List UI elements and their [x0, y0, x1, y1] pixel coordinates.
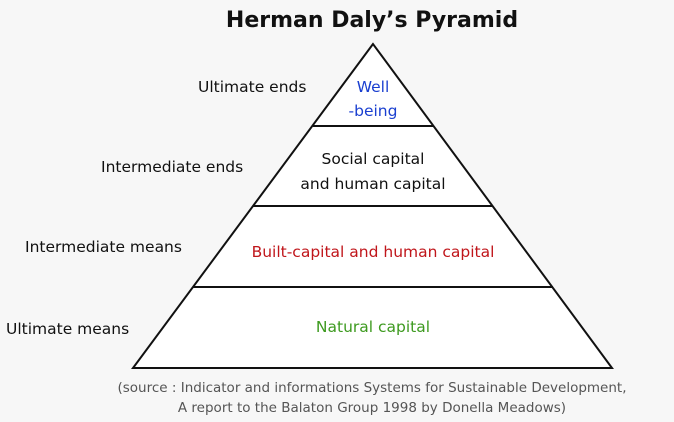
source-line2: A report to the Balaton Group 1998 by Do…	[178, 400, 566, 416]
tier-wellbeing-line2: -being	[349, 102, 398, 120]
tier-built-capital: Built-capital and human capital	[252, 243, 495, 261]
label-intermediate-ends: Intermediate ends	[101, 158, 243, 176]
label-intermediate-means: Intermediate means	[25, 238, 182, 256]
label-ultimate-means: Ultimate means	[6, 320, 129, 338]
source-line1: (source : Indicator and informations Sys…	[117, 380, 626, 396]
diagram-title: Herman Daly’s Pyramid	[226, 8, 518, 33]
tier-social-capital-line1: Social capital	[322, 150, 425, 168]
label-ultimate-ends: Ultimate ends	[198, 78, 306, 96]
tier-social-capital-line2: and human capital	[300, 175, 445, 193]
tier-natural-capital: Natural capital	[316, 318, 430, 336]
tier-wellbeing-line1: Well	[357, 78, 390, 96]
